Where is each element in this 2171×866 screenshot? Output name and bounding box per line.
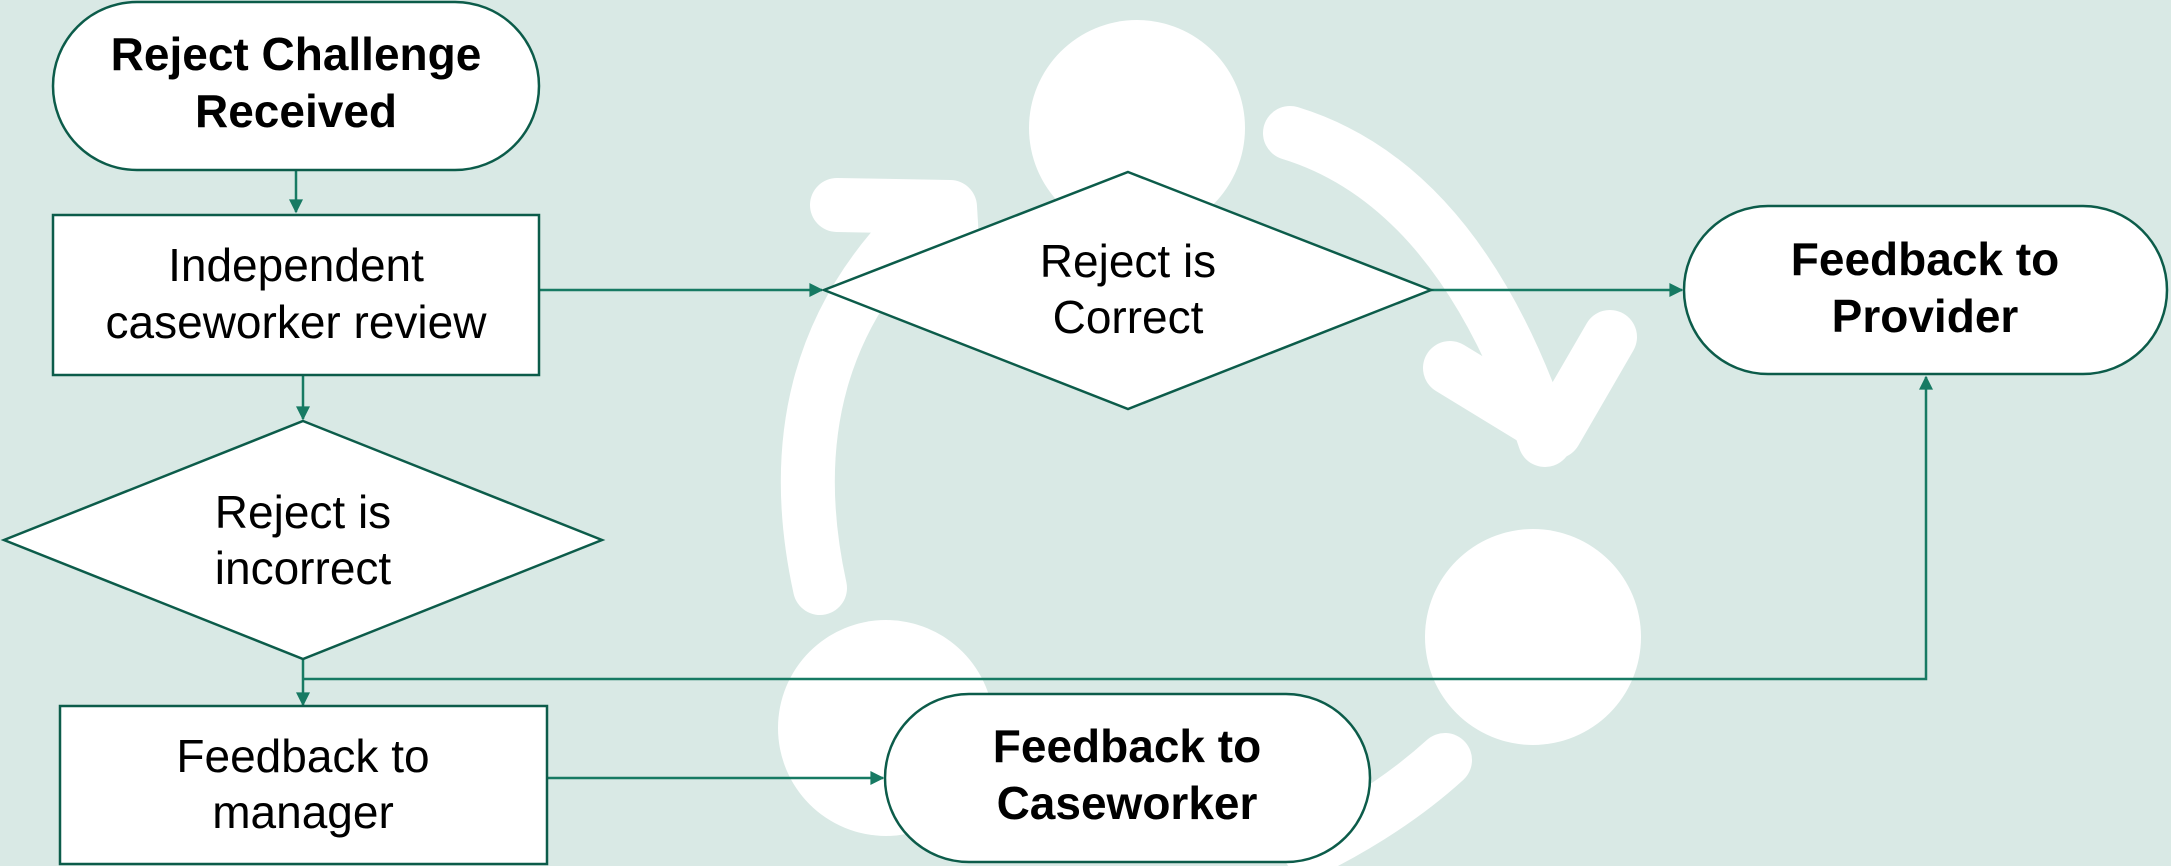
node-label-line1: Independent <box>168 239 424 291</box>
node-label-line2: Caseworker <box>997 777 1258 829</box>
node-feedback-manager: Feedback to manager <box>58 704 549 866</box>
cycle-arc-right-icon <box>1263 106 1572 467</box>
edge-reject-incorrect-to-provider <box>303 375 1933 681</box>
node-label-line2: Provider <box>1832 290 2019 342</box>
node-label-line2: incorrect <box>215 542 392 594</box>
process-shape <box>58 704 549 866</box>
node-label-line1: Feedback to <box>176 730 429 782</box>
decision-shape <box>820 170 1435 411</box>
decision-shape <box>0 419 606 661</box>
cycle-arrowhead-right-icon <box>1423 310 1637 459</box>
node-label-line1: Reject is <box>1040 235 1216 287</box>
node-label-line1: Feedback to <box>1791 233 2059 285</box>
node-feedback-provider: Feedback to Provider <box>1682 204 2169 376</box>
node-label-line2: Received <box>195 85 397 137</box>
terminator-shape <box>883 692 1372 864</box>
node-label-line2: caseworker review <box>106 296 488 348</box>
terminator-shape <box>1682 204 2169 376</box>
node-independent-review: Independent caseworker review <box>51 213 541 377</box>
node-label-line2: manager <box>212 786 394 838</box>
node-reject-correct: Reject is Correct <box>820 170 1435 411</box>
cycle-node-right-icon <box>1425 529 1641 745</box>
cycle-arc-left-icon <box>780 188 952 615</box>
node-label-line1: Reject is <box>215 486 391 538</box>
node-label-line1: Reject Challenge <box>111 28 482 80</box>
node-feedback-caseworker: Feedback to Caseworker <box>883 692 1372 864</box>
node-reject-incorrect: Reject is incorrect <box>0 419 606 661</box>
node-reject-challenge-received: Reject Challenge Received <box>51 0 541 172</box>
node-label-line1: Feedback to <box>993 720 1261 772</box>
cycle-node-top-icon <box>1029 20 1245 236</box>
node-label-line2: Correct <box>1053 291 1204 343</box>
terminator-shape <box>51 0 541 172</box>
process-shape <box>51 213 541 377</box>
connectors <box>289 170 1933 785</box>
